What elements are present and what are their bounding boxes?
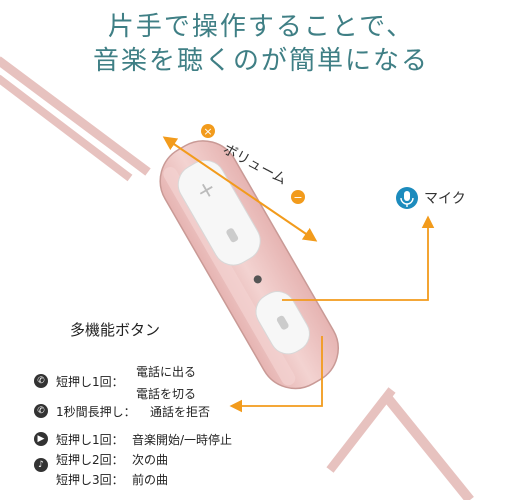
volume-plus-badge: × bbox=[201, 124, 215, 138]
microphone-hole bbox=[253, 275, 262, 284]
multifunction-button-mark bbox=[276, 315, 289, 330]
legend-3-action: 短押し1回： bbox=[56, 433, 124, 447]
cable-bottom bbox=[326, 387, 396, 473]
volume-arrow bbox=[162, 136, 318, 242]
phone-reject-icon: ✆ bbox=[34, 404, 48, 418]
play-icon: ▶ bbox=[34, 432, 48, 446]
legend-2-action: 1秒間長押し： bbox=[56, 405, 136, 419]
phone-icon: ✆ bbox=[34, 374, 48, 388]
legend-2-result: 通話を拒否 bbox=[150, 405, 211, 419]
cable-bottom-tail bbox=[382, 392, 474, 500]
mic-label: マイク bbox=[424, 191, 466, 207]
svg-text:−: − bbox=[293, 191, 302, 204]
cable-left-inner bbox=[0, 74, 133, 182]
button-callout-line bbox=[229, 336, 323, 413]
callouts bbox=[162, 136, 435, 413]
function-button-title: 多機能ボタン bbox=[70, 321, 160, 339]
music-note-icon: ♪ bbox=[34, 458, 48, 472]
legend-4-result-1: 次の曲 bbox=[132, 453, 169, 467]
cables bbox=[0, 56, 474, 500]
legend-4-action-1: 短押し2回： bbox=[56, 453, 124, 467]
headline-line-1: 片手で操作することで、 bbox=[107, 12, 415, 42]
legend-3-result: 音楽開始/一時停止 bbox=[132, 433, 233, 447]
legend-4-result-2: 前の曲 bbox=[132, 473, 169, 487]
cable-left-outer bbox=[0, 56, 151, 176]
volume-minus-badge: − bbox=[291, 190, 305, 204]
legend-1-action-1: 短押し1回： bbox=[56, 375, 124, 389]
svg-text:×: × bbox=[203, 125, 212, 138]
mic-callout-line bbox=[282, 215, 435, 301]
legend-1-result-2: 電話を切る bbox=[136, 387, 197, 401]
legend-1-result-1: 電話に出る bbox=[136, 365, 197, 379]
headline-line-2: 音楽を聴くのが簡単になる bbox=[92, 46, 429, 76]
legend-4-action-2: 短押し3回： bbox=[56, 473, 124, 487]
microphone-icon bbox=[396, 187, 418, 209]
